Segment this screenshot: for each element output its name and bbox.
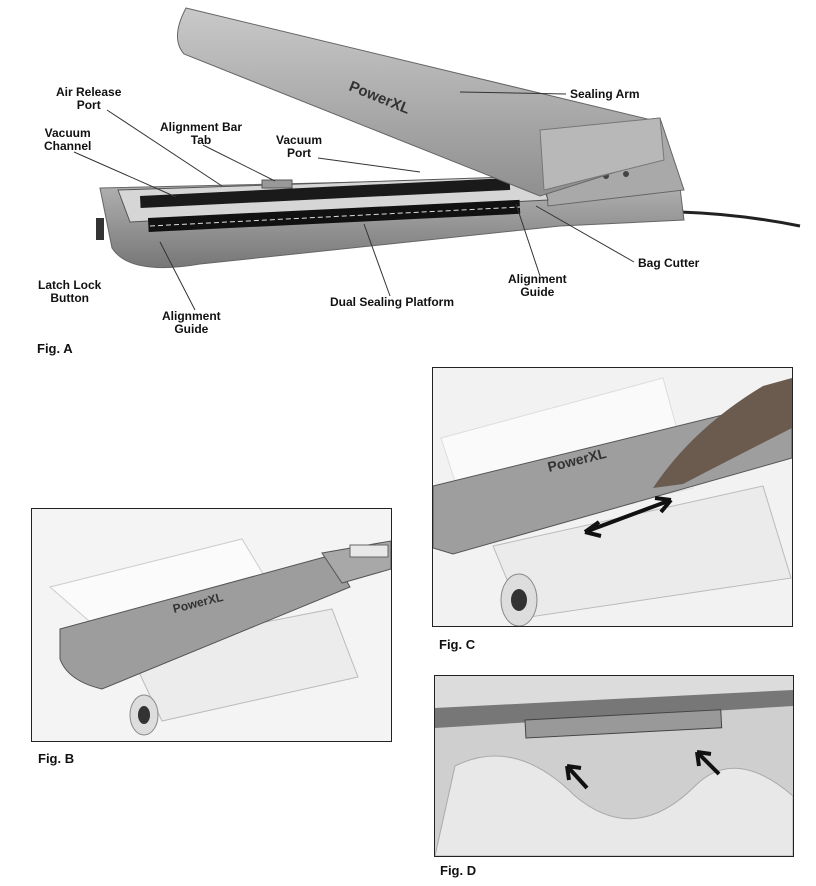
figure-d-panel	[434, 675, 794, 857]
label-dual-sealing-platform: Dual Sealing Platform	[330, 295, 455, 309]
label-latch-lock-button: Latch Lock Button	[38, 278, 102, 305]
figure-d-caption: Fig. D	[440, 863, 477, 878]
figure-c-caption: Fig. C	[439, 637, 476, 652]
double-arrow-icon	[583, 496, 673, 538]
vacuum-sealer-illustration: PowerXL	[73, 7, 801, 311]
figure-a-caption: Fig. A	[37, 341, 73, 356]
label-alignment-guide-left: Alignment Guide	[162, 309, 221, 336]
arrow-icon	[695, 750, 721, 776]
label-vacuum-port: Vacuum Port	[276, 133, 323, 160]
arrow-icon	[565, 764, 589, 790]
label-sealing-arm: Sealing Arm	[570, 87, 640, 101]
figure-b-panel: PowerXL	[31, 508, 392, 742]
label-alignment-guide-right: Alignment Guide	[508, 272, 567, 299]
button-icon[interactable]	[623, 171, 629, 177]
label-alignment-bar-tab: Alignment Bar Tab	[160, 120, 243, 147]
figure-a: PowerXL Air Release Port Vacuum Channel …	[0, 0, 816, 360]
figure-b-caption: Fig. B	[38, 751, 75, 766]
figure-c-panel: PowerXL	[432, 367, 793, 627]
label-air-release-port: Air Release Port	[56, 85, 122, 112]
label-bag-cutter: Bag Cutter	[638, 256, 700, 270]
label-vacuum-channel: Vacuum Channel	[44, 126, 92, 153]
